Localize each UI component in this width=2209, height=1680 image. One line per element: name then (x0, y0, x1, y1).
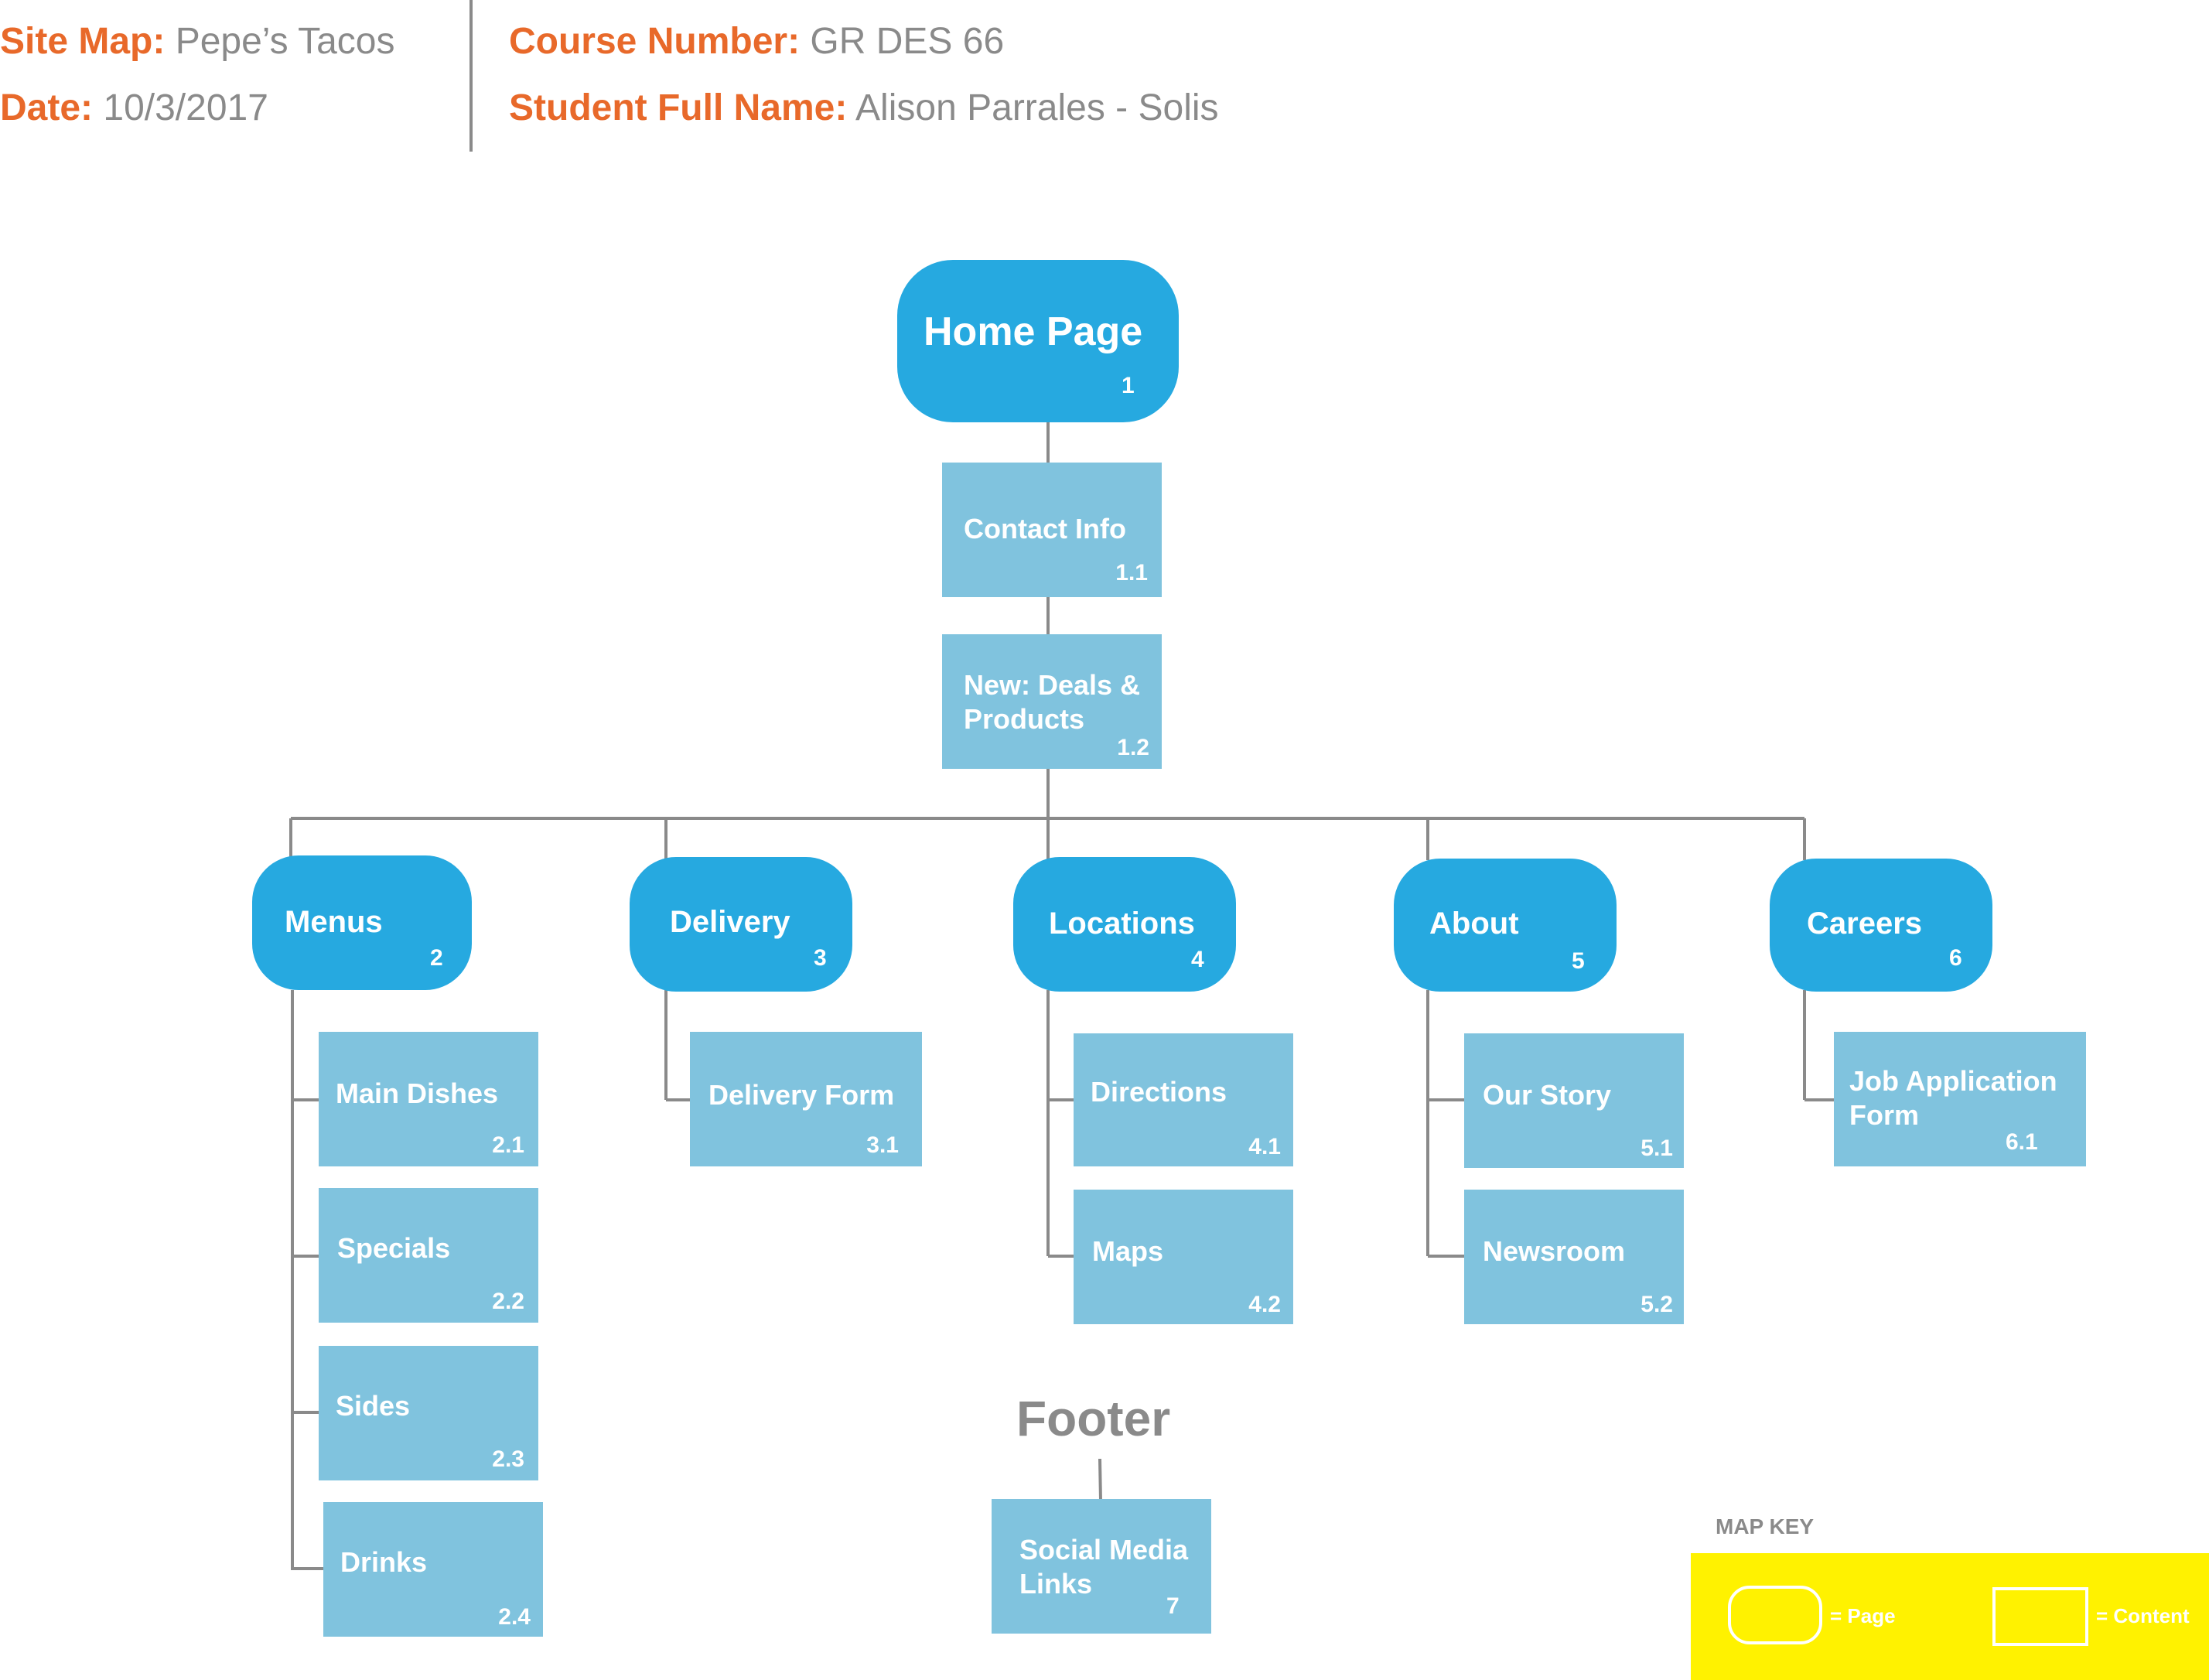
node-specials: Specials 2.2 (319, 1188, 538, 1323)
node-number: 2.1 (492, 1132, 524, 1158)
node-delivery-form: Delivery Form 3.1 (690, 1032, 922, 1166)
node-number: 4 (1191, 947, 1204, 972)
node-job-application: Job Application Form 6.1 (1834, 1032, 2086, 1166)
site-map-line: Site Map: Pepe’s Tacos (0, 20, 394, 63)
node-label-line2: Form (1849, 1099, 1919, 1131)
node-number: 1.1 (1115, 560, 1148, 586)
map-key-content-label: = Content (2096, 1604, 2190, 1627)
student-line: Student Full Name: Alison Parrales - Sol… (509, 87, 1219, 130)
map-key-title: MAP KEY (1716, 1514, 1815, 1538)
node-number: 5.1 (1641, 1135, 1673, 1161)
node-main-dishes: Main Dishes 2.1 (319, 1032, 538, 1166)
course-key: Course Number: (509, 21, 801, 62)
node-social-media: Social Media Links 7 (992, 1499, 1211, 1634)
site-map-key: Site Map: (0, 21, 166, 62)
node-label: Drinks (340, 1546, 428, 1578)
node-number: 3 (814, 945, 827, 971)
node-label-line2: Products (964, 703, 1085, 735)
node-locations: Locations 4 (1013, 857, 1236, 992)
node-number: 4.1 (1248, 1134, 1281, 1159)
date-key: Date: (0, 87, 94, 128)
node-drinks: Drinks 2.4 (323, 1502, 543, 1637)
node-newsroom: Newsroom 5.2 (1464, 1190, 1684, 1324)
node-menus: Menus 2 (252, 855, 472, 990)
page-shape-icon (1728, 1586, 1822, 1644)
footer-title: Footer (1016, 1391, 1171, 1446)
node-delivery: Delivery 3 (630, 857, 852, 992)
student-key: Student Full Name: (509, 87, 848, 128)
course-line: Course Number: GR DES 66 (509, 20, 1004, 63)
student-value: Alison Parrales - Solis (855, 87, 1219, 128)
node-about: About 5 (1394, 859, 1617, 992)
map-key-page-label: = Page (1830, 1604, 1896, 1627)
node-number: 2.3 (492, 1446, 524, 1472)
node-label: Locations (1049, 907, 1195, 941)
node-label: Newsroom (1483, 1235, 1626, 1267)
node-our-story: Our Story 5.1 (1464, 1033, 1684, 1168)
node-home-page: Home Page 1 (897, 260, 1179, 422)
node-label: About (1429, 907, 1519, 941)
node-number: 6 (1949, 945, 1962, 971)
date-value: 10/3/2017 (103, 87, 268, 128)
node-number: 7 (1166, 1593, 1180, 1619)
node-careers: Careers 6 (1770, 859, 1992, 992)
node-deals-products: New: Deals & Products 1.2 (942, 634, 1162, 769)
node-number: 4.2 (1248, 1292, 1281, 1317)
node-label-line1: Social Media (1019, 1534, 1189, 1566)
node-label: Directions (1091, 1076, 1227, 1108)
node-label: Menus (285, 905, 383, 939)
node-directions: Directions 4.1 (1074, 1033, 1293, 1166)
node-label: Sides (336, 1390, 411, 1422)
node-number: 5.2 (1641, 1292, 1673, 1317)
node-label-line2: Links (1019, 1568, 1093, 1600)
date-line: Date: 10/3/2017 (0, 87, 268, 130)
node-maps: Maps 4.2 (1074, 1190, 1293, 1324)
node-sides: Sides 2.3 (319, 1346, 538, 1480)
node-label: Maps (1092, 1235, 1164, 1267)
node-number: 2.4 (498, 1604, 531, 1630)
node-number: 1 (1122, 373, 1135, 398)
node-number: 2 (430, 945, 443, 971)
node-label-line1: Job Application (1849, 1065, 2057, 1097)
node-number: 6.1 (2006, 1129, 2038, 1155)
node-label: Delivery (670, 905, 790, 939)
course-value: GR DES 66 (810, 21, 1005, 62)
node-number: 1.2 (1117, 735, 1149, 760)
node-label-line1: New: Deals & (964, 669, 1141, 701)
header-divider (469, 0, 473, 152)
node-number: 2.2 (492, 1289, 524, 1314)
node-label: Delivery Form (708, 1079, 895, 1111)
node-label: Home Page (924, 309, 1143, 354)
node-label: Our Story (1483, 1079, 1612, 1111)
content-shape-icon (1992, 1587, 2088, 1646)
node-contact-info: Contact Info 1.1 (942, 463, 1162, 597)
node-number: 3.1 (866, 1132, 899, 1158)
node-label: Contact Info (964, 513, 1126, 545)
node-label: Careers (1807, 907, 1923, 941)
site-map-value: Pepe’s Tacos (175, 21, 395, 62)
node-label: Main Dishes (336, 1077, 499, 1109)
map-key: = Page = Content (1691, 1553, 2209, 1680)
node-number: 5 (1572, 948, 1585, 974)
node-label: Specials (337, 1232, 451, 1264)
